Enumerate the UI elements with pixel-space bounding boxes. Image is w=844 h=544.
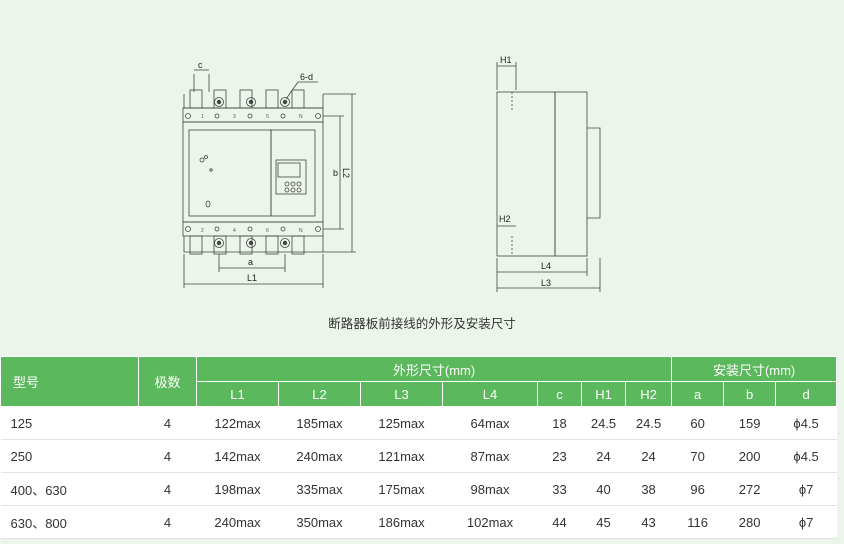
h2-cell: 43: [625, 505, 672, 539]
install-dimensions-header: 安装尺寸(mm): [671, 356, 838, 382]
d-cell: ϕ7: [775, 505, 837, 539]
table-row: 630、800 4 240max 350max 186max 102max 44…: [0, 505, 837, 539]
column-header-l1: L1: [196, 381, 279, 407]
model-cell: 125: [0, 406, 139, 440]
column-header-d: d: [775, 381, 838, 407]
column-header-a: a: [671, 381, 725, 407]
h1-cell: 24.5: [581, 406, 626, 440]
l3-label: L3: [541, 278, 551, 288]
poles-cell: 4: [138, 472, 197, 506]
l2-cell: 240max: [278, 439, 361, 473]
model-cell: 630、800: [0, 505, 139, 539]
column-header-h1: H1: [581, 381, 626, 407]
l4-cell: 98max: [442, 472, 538, 506]
side-view: [496, 62, 601, 292]
column-header-h2: H2: [624, 381, 673, 407]
c-cell: 18: [537, 406, 582, 440]
l3-cell: 125max: [360, 406, 443, 440]
a-cell: 116: [671, 505, 724, 539]
l4-cell: 64max: [442, 406, 538, 440]
h1-label: H1: [500, 55, 512, 65]
poles-cell: 4: [138, 505, 197, 539]
l3-cell: 186max: [360, 505, 443, 539]
h1-cell: 45: [581, 505, 626, 539]
l2-label: L2: [341, 168, 351, 178]
poles-cell: 4: [138, 439, 197, 473]
poles-cell: 4: [138, 406, 197, 440]
hole-label: 6-d: [300, 72, 313, 82]
h1-cell: 40: [581, 472, 626, 506]
b-cell: 200: [723, 439, 776, 473]
c-cell: 44: [537, 505, 582, 539]
column-header-l4: L4: [442, 381, 538, 407]
column-header-l3: L3: [360, 381, 443, 407]
b-cell: 159: [723, 406, 776, 440]
b-cell: 280: [723, 505, 776, 539]
column-header-l2: L2: [278, 381, 361, 407]
terminal-label-bottom-2: 2: [201, 228, 204, 234]
l1-cell: 240max: [196, 505, 279, 539]
model-cell: 400、630: [0, 472, 139, 506]
l1-cell: 142max: [196, 439, 279, 473]
terminal-label-bottom-4: 4: [233, 228, 236, 234]
h2-cell: 38: [625, 472, 672, 506]
l2-cell: 185max: [278, 406, 361, 440]
l4-cell: 87max: [442, 439, 538, 473]
front-view: [182, 69, 356, 288]
l4-label: L4: [541, 261, 551, 271]
d-cell: ϕ4.5: [775, 406, 837, 440]
a-cell: 70: [671, 439, 724, 473]
table-row: 250 4 142max 240max 121max 87max 23 24 2…: [0, 439, 837, 473]
table-row: 125 4 122max 185max 125max 64max 18 24.5…: [0, 406, 837, 440]
column-header-c: c: [537, 381, 582, 407]
terminal-label-top-3: 3: [233, 114, 236, 120]
model-header: 型号: [0, 356, 139, 407]
table-row: 400、630 4 198max 335max 175max 98max 33 …: [0, 472, 837, 506]
diagram-caption: 断路器板前接线的外形及安装尺寸: [328, 317, 516, 331]
terminal-label-top-1: 1: [201, 114, 204, 120]
b-cell: 272: [723, 472, 776, 506]
c-cell: 33: [537, 472, 582, 506]
terminal-label-top-5: 5: [266, 114, 269, 120]
d-cell: ϕ4.5: [775, 439, 837, 473]
column-header-b: b: [723, 381, 777, 407]
dimension-table: 型号 极数 外形尺寸(mm) 安装尺寸(mm) L1 L2 L3 L4 c H1…: [0, 356, 838, 539]
l1-cell: 122max: [196, 406, 279, 440]
c-cell: 23: [537, 439, 582, 473]
h2-cell: 24: [625, 439, 672, 473]
h2-label: H2: [499, 214, 511, 224]
breaker-dimension-diagram: c 6-d b L2 a L1 1 3 5 N 2 4 6 N H1 H2 L4…: [182, 55, 601, 292]
l1-label: L1: [247, 273, 257, 283]
l4-cell: 102max: [442, 505, 538, 539]
l1-cell: 198max: [196, 472, 279, 506]
c-label: c: [198, 60, 203, 70]
model-cell: 250: [0, 439, 139, 473]
a-cell: 96: [671, 472, 724, 506]
h2-cell: 24.5: [625, 406, 672, 440]
terminal-label-bottom-6: 6: [266, 228, 269, 234]
a-cell: 60: [671, 406, 724, 440]
terminal-label-bottom-n: N: [299, 228, 303, 234]
b-label: b: [333, 168, 338, 178]
outline-dimensions-header: 外形尺寸(mm): [195, 356, 673, 382]
d-cell: ϕ7: [775, 472, 837, 506]
l2-cell: 350max: [278, 505, 361, 539]
l3-cell: 175max: [360, 472, 443, 506]
h1-cell: 24: [581, 439, 626, 473]
l2-cell: 335max: [278, 472, 361, 506]
a-label: a: [248, 257, 253, 267]
l3-cell: 121max: [360, 439, 443, 473]
terminal-label-top-n: N: [299, 114, 303, 120]
poles-header: 极数: [138, 356, 197, 407]
